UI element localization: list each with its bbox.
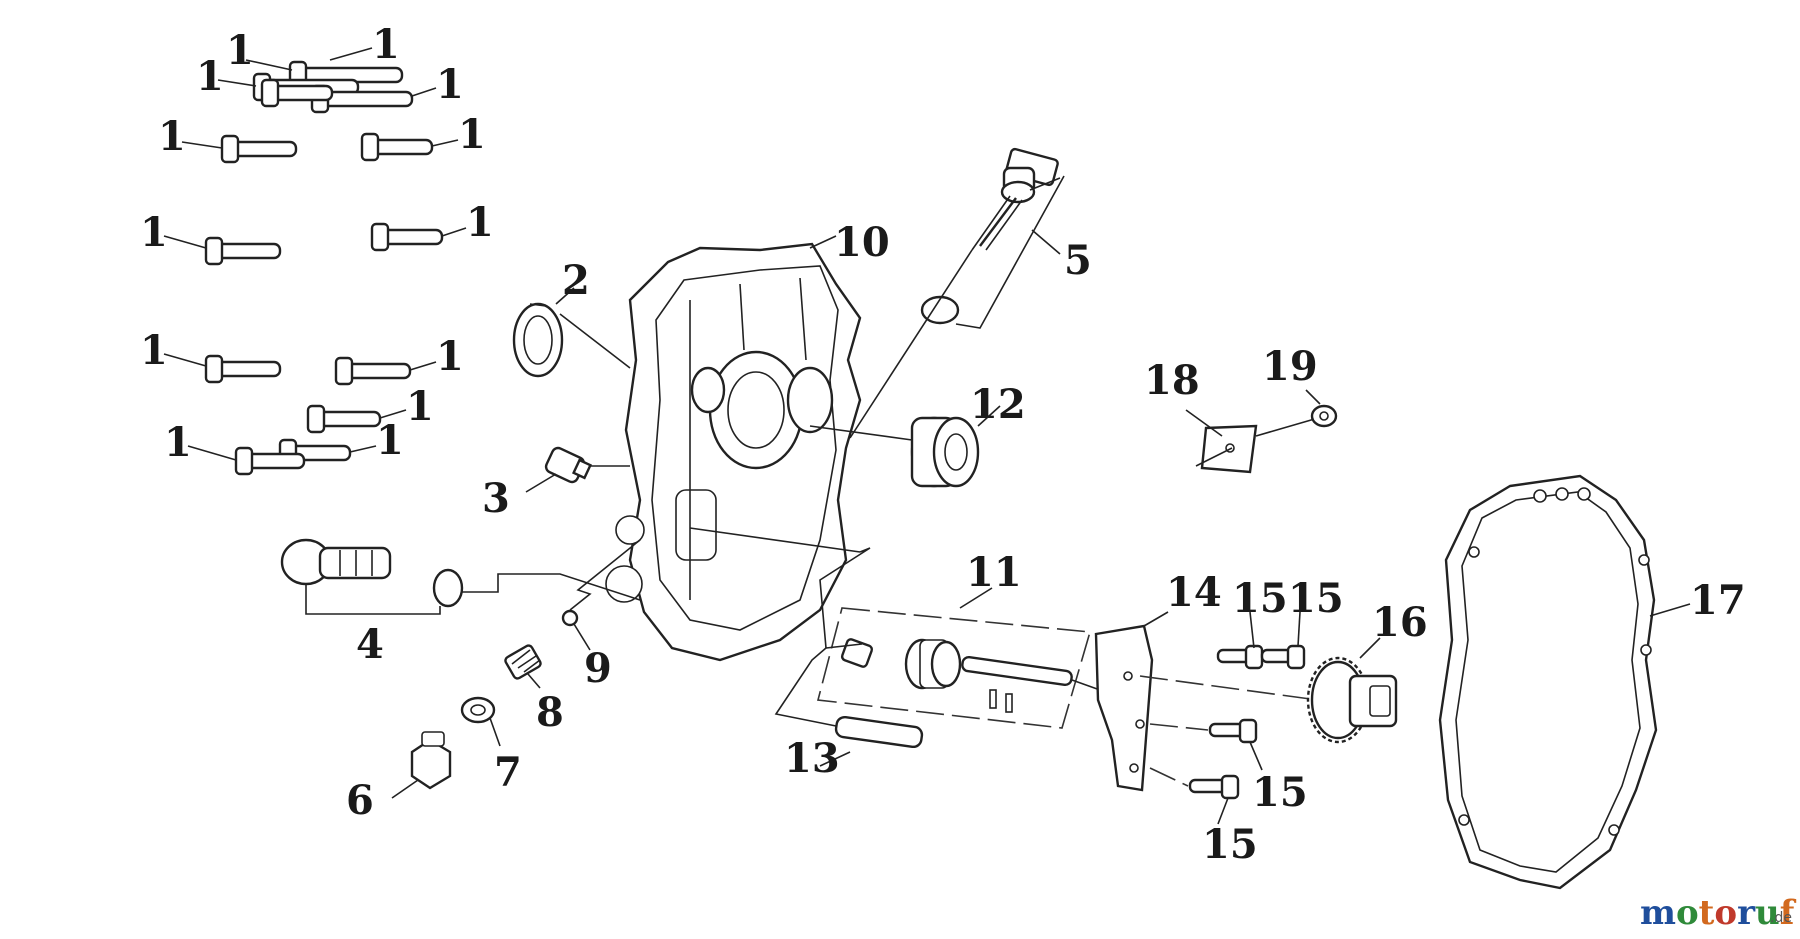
oil-filler-cap (280, 538, 641, 615)
callout-8: 8 (536, 689, 564, 736)
bolt (204, 236, 282, 266)
callout-1: 1 (372, 21, 400, 68)
lock-nut (1305, 389, 1338, 428)
callout-1: 1 (436, 61, 464, 108)
ball-bearing (809, 405, 1001, 488)
bolt (360, 132, 434, 162)
bolt (220, 134, 298, 164)
wm-letter: o (1714, 893, 1737, 933)
callout-13: 13 (784, 735, 840, 782)
callout-9: 9 (584, 645, 612, 692)
callout-12: 12 (970, 381, 1026, 428)
screw (1188, 774, 1240, 800)
governor-assembly (689, 527, 1101, 729)
screw-group (1188, 611, 1306, 825)
callout-10: 10 (834, 219, 890, 266)
spring (504, 644, 542, 680)
breather-plug (525, 446, 630, 493)
callout-15: 15 (1202, 821, 1258, 868)
oil-seal (512, 287, 631, 378)
callout-1: 1 (376, 417, 404, 464)
bolt (260, 78, 334, 108)
callout-1: 1 (158, 113, 186, 160)
wm-letter: r (1737, 893, 1756, 933)
bolt (234, 446, 306, 476)
wm-letter: t (1699, 893, 1715, 933)
callout-11: 11 (966, 549, 1022, 596)
callout-3: 3 (482, 475, 510, 522)
callout-2: 2 (562, 257, 590, 304)
callout-15: 15 (1232, 575, 1288, 622)
wm-letter: u (1755, 893, 1780, 933)
callout-4: 4 (356, 621, 384, 668)
mounting-plate (1185, 409, 1319, 474)
cover-gasket (1438, 474, 1691, 890)
callout-14: 14 (1166, 569, 1222, 616)
callout-1: 1 (226, 27, 254, 74)
drain-plug-assembly (391, 539, 641, 799)
callout-6: 6 (346, 777, 374, 824)
callout-18: 18 (1144, 357, 1200, 404)
callout-labels: 1 1 1 1 1 1 1 1 1 1 1 1 1 2 3 4 5 6 7 8 … (140, 21, 1746, 868)
screw (1208, 718, 1258, 744)
callout-7: 7 (494, 749, 522, 796)
callout-5: 5 (1064, 237, 1092, 284)
svg-text:motoruf: motoruf (1640, 893, 1797, 933)
callout-16: 16 (1372, 599, 1428, 646)
wm-letter: f (1780, 893, 1797, 933)
watermark-logo: motoruf .de (1640, 893, 1797, 933)
callout-19: 19 (1262, 343, 1318, 390)
bolt (370, 222, 444, 252)
bolt (306, 404, 382, 434)
callout-1: 1 (140, 327, 168, 374)
dipstick (849, 147, 1065, 439)
callout-1: 1 (406, 383, 434, 430)
governor-gear (1306, 637, 1398, 744)
callout-15: 15 (1252, 769, 1308, 816)
callout-1: 1 (196, 53, 224, 100)
callout-15: 15 (1288, 575, 1344, 622)
dowel-pin (774, 647, 924, 767)
wm-letter: m (1640, 893, 1676, 933)
bolt (204, 354, 282, 384)
bolt-leaders (163, 47, 467, 461)
callout-17: 17 (1690, 577, 1746, 624)
callout-1: 1 (466, 199, 494, 246)
bolt (334, 356, 412, 386)
bolt-group (204, 60, 444, 476)
callout-1: 1 (140, 209, 168, 256)
callout-1: 1 (458, 111, 486, 158)
crankcase-cover (605, 235, 862, 662)
callout-1: 1 (436, 333, 464, 380)
governor-bracket (1094, 611, 1319, 792)
callout-1: 1 (164, 419, 192, 466)
screw (1260, 644, 1306, 670)
wm-suffix: .de (1770, 910, 1792, 926)
screw (1216, 644, 1264, 670)
wm-letter: o (1676, 893, 1699, 933)
